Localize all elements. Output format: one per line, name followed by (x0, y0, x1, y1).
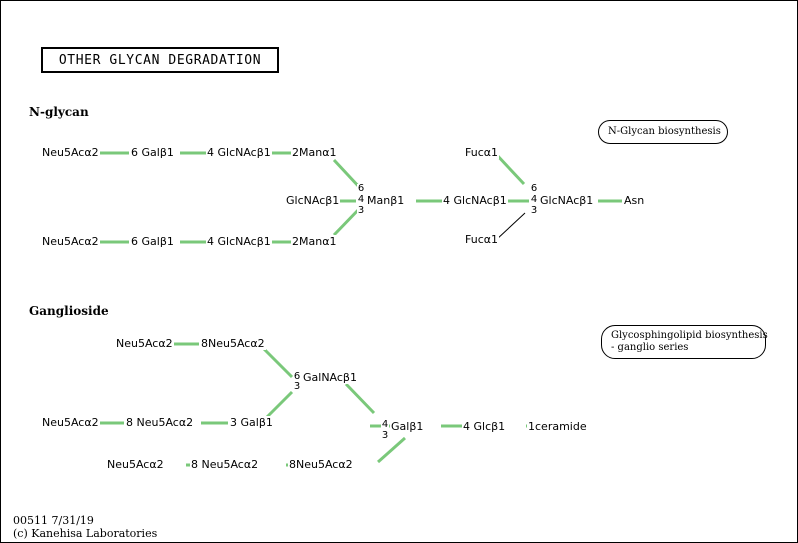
node-ganglio-row1-neu5ac-b[interactable]: 8Neu5Acα2 (200, 337, 266, 350)
node-fuc-upper[interactable]: Fucα1 (464, 146, 499, 159)
section-label-n-glycan: N-glycan (29, 105, 89, 119)
branch-digit-core-glcnac-4: 4 (530, 194, 538, 205)
node-glcnac-bottom[interactable]: 4 GlcNAcβ1 (206, 235, 272, 248)
node-man-bottom[interactable]: 2Manα1 (291, 235, 338, 248)
node-glcnac-top[interactable]: 4 GlcNAcβ1 (206, 146, 272, 159)
glycan-bond-edge (265, 390, 294, 419)
branch-digit-gal-core-4: 4 (381, 419, 389, 430)
branch-digit-core-man-6: 6 (357, 183, 365, 194)
node-ganglio-row2-neu5ac-b[interactable]: 8 Neu5Acα2 (125, 416, 195, 429)
node-galnac[interactable]: GalNAcβ1 (302, 371, 358, 384)
glycan-bond-edge (377, 436, 406, 464)
glycan-bond-edge-thin (495, 212, 526, 241)
branch-digit-galnac-3: 3 (293, 381, 301, 392)
map-link-n-glycan-biosynthesis[interactable]: N-Glycan biosynthesis (598, 120, 728, 144)
section-label-ganglioside: Ganglioside (29, 304, 109, 318)
map-link-label-line1: N-Glycan biosynthesis (608, 126, 721, 137)
node-glc[interactable]: 4 Glcβ1 (462, 420, 507, 433)
node-ganglio-row3-neu5ac-c[interactable]: 8Neu5Acα2 (288, 458, 354, 471)
branch-digit-core-glcnac-6: 6 (530, 183, 538, 194)
map-link-label-line1: Glycosphingolipid biosynthesis (611, 330, 768, 341)
map-link-label-line2: - ganglio series (611, 342, 689, 353)
branch-digit-galnac-6: 6 (293, 371, 301, 382)
branch-digit-core-man-3: 3 (357, 205, 365, 216)
node-fuc-lower[interactable]: Fucα1 (464, 233, 499, 246)
node-gal-core[interactable]: Galβ1 (390, 420, 425, 433)
node-asn[interactable]: Asn (623, 194, 646, 207)
node-ganglio-row3-neu5ac-b[interactable]: 8 Neu5Acα2 (190, 458, 260, 471)
node-man-top[interactable]: 2Manα1 (291, 146, 338, 159)
node-ganglio-row3-neu5ac-a[interactable]: Neu5Acα2 (106, 458, 165, 471)
node-gal-top[interactable]: 6 Galβ1 (130, 146, 175, 159)
node-man-core[interactable]: Manβ1 (366, 194, 406, 207)
glycan-bond-edge (493, 151, 526, 186)
page-title: OTHER GLYCAN DEGRADATION (58, 52, 262, 68)
node-ganglio-row2-gal[interactable]: 3 Galβ1 (229, 416, 274, 429)
branch-digit-core-man-4: 4 (357, 194, 365, 205)
branch-digit-core-glcnac-3: 3 (530, 205, 538, 216)
footer-copyright: (c) Kanehisa Laboratories (13, 527, 158, 540)
node-glcnac-core-1[interactable]: 4 GlcNAcβ1 (442, 194, 508, 207)
node-ganglio-row1-neu5ac-a[interactable]: Neu5Acα2 (115, 337, 174, 350)
node-ceramide[interactable]: 1ceramide (527, 420, 588, 433)
glycan-bond-edge (344, 382, 376, 415)
map-link-glycosphingolipid-biosynthesis[interactable]: Glycosphingolipid biosynthesis - ganglio… (601, 325, 768, 359)
node-neu5ac-top-left[interactable]: Neu5Acα2 (41, 146, 100, 159)
footer-id-date: 00511 7/31/19 (13, 514, 94, 527)
node-glcnac-core-2[interactable]: GlcNAcβ1 (539, 194, 595, 207)
node-gal-bottom[interactable]: 6 Galβ1 (130, 235, 175, 248)
glycan-bond-edge (261, 346, 294, 379)
branch-digit-gal-core-3: 3 (381, 430, 389, 441)
node-neu5ac-bottom-left[interactable]: Neu5Acα2 (41, 235, 100, 248)
node-glcnac-bisecting[interactable]: GlcNAcβ1 (285, 194, 341, 207)
node-ganglio-row2-neu5ac-a[interactable]: Neu5Acα2 (41, 416, 100, 429)
map-title-box: OTHER GLYCAN DEGRADATION (41, 47, 279, 73)
